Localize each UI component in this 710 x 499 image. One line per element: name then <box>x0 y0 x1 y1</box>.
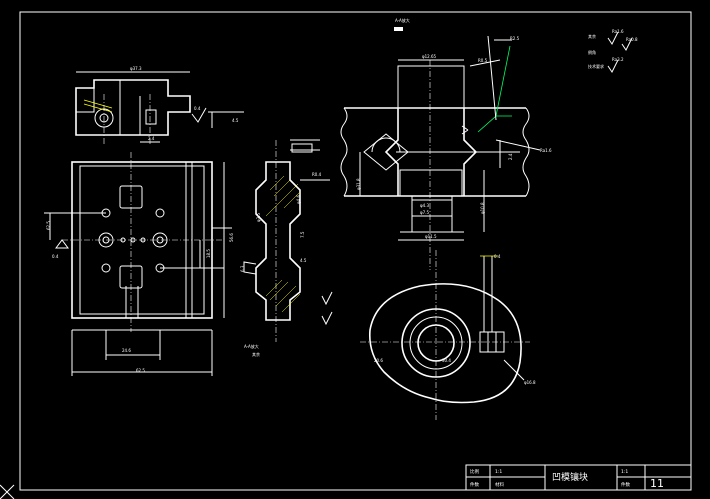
dim-d11: 62.5 <box>46 221 51 230</box>
dim-d12: φ31.8 <box>356 178 361 190</box>
dim-d10: 2.4 <box>148 136 155 141</box>
dim-d25-c: 0.4 <box>494 254 501 259</box>
title-cell-scale-label: 比例 <box>470 468 479 475</box>
dim-d16: φ10.8 <box>480 202 485 214</box>
roughness-2: Ra0.8 <box>626 37 638 42</box>
dim-d21: 4.5 <box>232 118 239 123</box>
title-cell-sheet-label: 件数 <box>621 481 630 488</box>
dim-d25-b: 0.4 <box>52 254 59 259</box>
left-elevation-view: φ37.3 0.4 4.5 2.4 <box>75 66 244 144</box>
note-label-1: 其余 <box>588 33 596 39</box>
dim-d21-b: 4.5 <box>300 258 307 263</box>
note-section-label: A-A放大 <box>395 17 410 23</box>
sheet-number: 11 <box>650 477 664 490</box>
middle-section-view: R0.4 φ4.6 φ3.5 7.5 6.3 4.5 A-A放大 其余 <box>240 139 333 357</box>
left-plan-view: 62.5 0.4 18.5 56.6 24.6 62.5 <box>44 152 234 376</box>
section-label-2: 其余 <box>252 351 260 357</box>
dim-d15: φ7.5 <box>420 210 429 215</box>
part-name: 凹模镶块 <box>552 471 588 483</box>
dim-d25: 0.4 <box>194 106 201 111</box>
section-label-1: A-A放大 <box>244 343 259 349</box>
dim-d5: φ4.6 <box>296 195 301 204</box>
note-label-2: 倒角 <box>588 49 596 55</box>
title-cell-qty-label: 件数 <box>470 481 479 488</box>
dim-d20: 24.6 <box>122 348 131 353</box>
dim-d13: φ4.3 <box>420 203 429 208</box>
dim-d19: 56.6 <box>229 233 234 242</box>
note-label-3: 技术要求 <box>588 63 604 69</box>
dim-d14: φ16.8 <box>524 380 536 385</box>
dim-d3: 30.4 <box>442 358 451 363</box>
dim-d24: Ra1.6 <box>540 148 552 153</box>
title-cell-scale-value: 1:1 <box>495 469 502 475</box>
right-section-view: φ12.65 φ11.5 φ4.3 φ7.5 φ31.8 φ10.8 R0.5 … <box>340 35 552 270</box>
dim-d9: 18.5 <box>206 249 211 258</box>
dim-d22: 7.5 <box>300 231 305 238</box>
title-cell-material-label: 材料 <box>495 481 504 488</box>
dim-d4: φ3.5 <box>256 213 261 222</box>
drawing-frame <box>0 11 692 499</box>
dim-d26: R0.4 <box>312 172 322 177</box>
hatching <box>265 175 301 313</box>
lower-plan-view: 0.4 φ16.8 30.4 20.6 <box>360 250 536 420</box>
dim-d8: R0.5 <box>478 58 488 63</box>
dim-d1: φ37.3 <box>130 66 142 71</box>
dim-d10-b: 2.4 <box>508 153 513 160</box>
dim-d2: 20.6 <box>374 358 383 363</box>
notes: A-A放大 其余 倒角 技术要求 Ra1.6 Ra0.8 Ra3.2 <box>394 17 638 73</box>
dim-d6: φ12.65 <box>422 54 437 59</box>
title-cell-scale-right: 1:1 <box>621 469 628 475</box>
roughness-1: Ra1.6 <box>612 29 624 34</box>
roughness-3: Ra3.2 <box>612 57 624 62</box>
dim-d7: φ11.5 <box>425 234 437 239</box>
dim-d17: R2.5 <box>510 36 520 41</box>
dim-d23: 6.3 <box>240 265 245 272</box>
title-block: 比例 1:1 件数 材料 凹模镶块 1:1 件数 11 <box>465 464 692 491</box>
dim-d11-b: 62.5 <box>136 368 145 373</box>
